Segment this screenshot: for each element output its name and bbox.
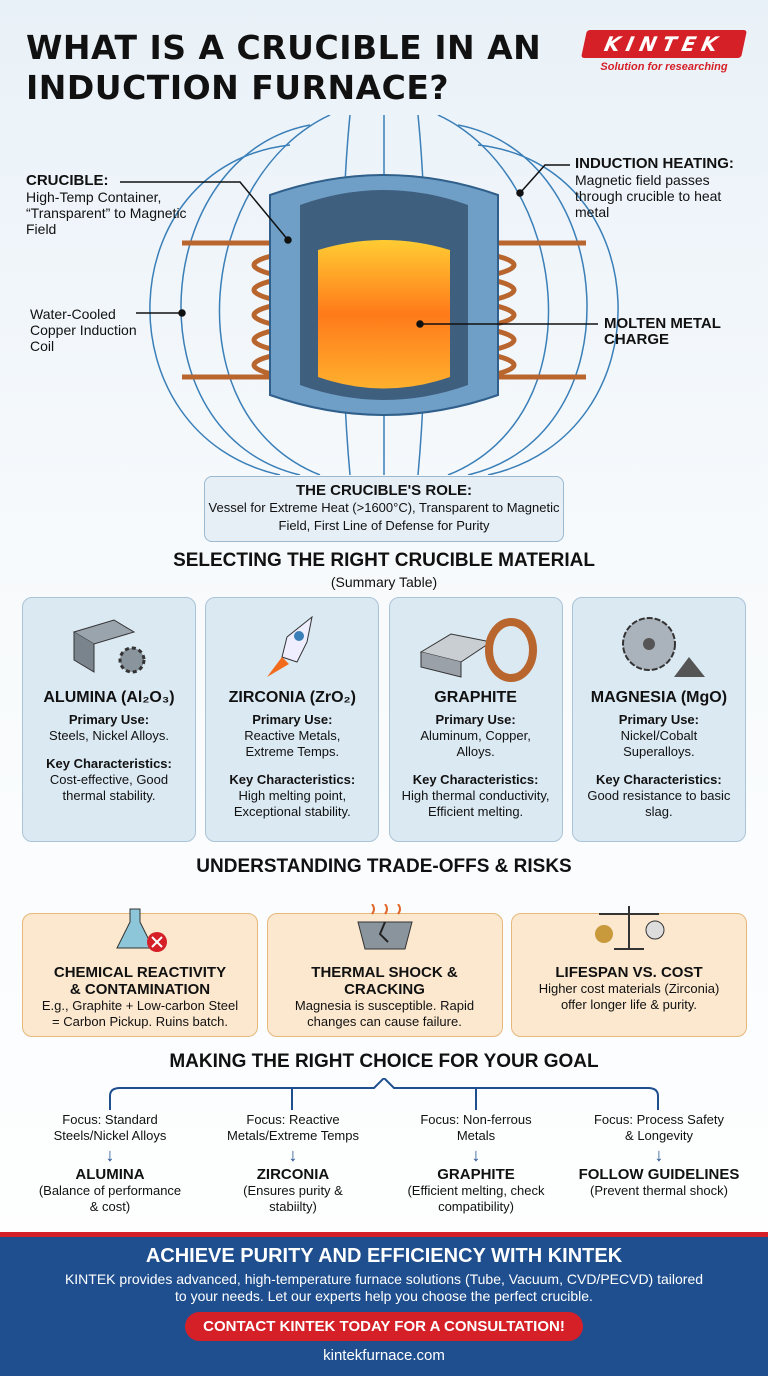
material-name: ALUMINA (Al₂O₃) <box>43 689 175 706</box>
primary-use: Aluminum, Copper, Alloys. <box>420 728 531 759</box>
primary-use-label: Primary Use: <box>252 712 333 727</box>
kintek-logo[interactable]: KINTEK Solution for researching <box>581 30 747 73</box>
footer-banner: ACHIEVE PURITY AND EFFICIENCY WITH KINTE… <box>0 1232 768 1376</box>
materials-heading: SELECTING THE RIGHT CRUCIBLE MATERIAL <box>173 550 595 571</box>
footer-desc: KINTEK provides advanced, high-temperatu… <box>64 1271 704 1304</box>
material-card: ALUMINA (Al₂O₃) Primary Use: Steels, Nic… <box>22 597 196 842</box>
tradeoff-desc: Higher cost materials (Zirconia) offer l… <box>538 981 720 1012</box>
key-characteristics-label: Key Characteristics: <box>229 772 356 787</box>
arrow-down-icon: ↓ <box>288 1145 298 1165</box>
material-card: MAGNESIA (MgO) Primary Use: Nickel/Cobal… <box>571 597 746 842</box>
choice-note: (Balance of performance & cost) <box>38 1183 182 1214</box>
tradeoff-desc: Magnesia is susceptible. Rapid changes c… <box>294 998 475 1029</box>
tradeoff-title: THERMAL SHOCK & CRACKING <box>311 964 458 998</box>
key-characteristics: High thermal conductivity, Efficient mel… <box>401 788 550 819</box>
role-desc: Vessel for Extreme Heat (>1600°C), Trans… <box>208 500 560 533</box>
crucible-label-desc: High-Temp Container, “Transparent” to Ma… <box>26 189 187 237</box>
choice-result: ALUMINA <box>75 1166 145 1183</box>
choice-result: ZIRCONIA <box>256 1166 330 1183</box>
focus-text: Focus: Reactive Metals/Extreme Temps <box>227 1112 359 1143</box>
choice-note: (Efficient melting, check compatibility) <box>407 1183 545 1214</box>
tradeoffs-heading: UNDERSTANDING TRADE-OFFS & RISKS <box>196 856 572 877</box>
materials-subheading: (Summary Table) <box>330 574 438 590</box>
role-title: THE CRUCIBLE'S ROLE: <box>295 482 473 499</box>
primary-use: Nickel/Cobalt Superalloys. <box>620 728 698 759</box>
key-characteristics-label: Key Characteristics: <box>46 756 172 771</box>
rocket-icon <box>257 612 327 691</box>
material-card: GRAPHITE Primary Use: Aluminum, Copper, … <box>388 597 563 842</box>
choice-heading: MAKING THE RIGHT CHOICE FOR YOUR GOAL <box>169 1051 599 1072</box>
choice-column: Focus: Standard Steels/Nickel Alloys ↓ A… <box>15 1112 205 1215</box>
choice-result: FOLLOW GUIDELINES <box>578 1166 740 1183</box>
footer-title: ACHIEVE PURITY AND EFFICIENCY WITH KINTE… <box>145 1245 623 1267</box>
choice-column: Focus: Non-ferrous Metals ↓ GRAPHITE (Ef… <box>381 1112 571 1215</box>
key-characteristics-label: Key Characteristics: <box>596 772 722 787</box>
key-characteristics-label: Key Characteristics: <box>412 772 539 787</box>
steel-beam-gear-icon <box>64 612 154 686</box>
molten-metal-label: MOLTEN METAL CHARGE <box>604 315 721 348</box>
molten-metal <box>318 240 450 389</box>
cracked-crucible-icon <box>350 903 420 958</box>
arrow-down-icon: ↓ <box>105 1145 115 1165</box>
tradeoff-card: CHEMICAL REACTIVITY & CONTAMINATION E.g.… <box>22 908 258 1037</box>
crucible-role-box: THE CRUCIBLE'S ROLE: Vessel for Extreme … <box>204 476 564 542</box>
tradeoff-card: LIFESPAN VS. COST Higher cost materials … <box>511 906 747 1037</box>
choice-note: (Prevent thermal shock) <box>590 1183 728 1198</box>
turbine-icon <box>609 612 709 686</box>
flask-x-icon <box>105 904 175 958</box>
choice-column: Focus: Reactive Metals/Extreme Temps ↓ Z… <box>198 1112 388 1215</box>
page-title: WHAT IS A CRUCIBLE IN AN INDUCTION FURNA… <box>26 28 542 107</box>
primary-use-label: Primary Use: <box>68 712 150 727</box>
arrow-down-icon: ↓ <box>654 1145 664 1165</box>
crucible-label: CRUCIBLE: High-Temp Container, “Transpar… <box>26 172 196 238</box>
induction-furnace-diagram <box>120 115 619 475</box>
material-name: MAGNESIA (MgO) <box>590 689 728 706</box>
logo-tagline: Solution for researching <box>600 61 728 73</box>
arrow-down-icon: ↓ <box>471 1145 481 1165</box>
induction-heating-label: INDUCTION HEATING: Magnetic field passes… <box>575 155 755 221</box>
focus-text: Focus: Standard Steels/Nickel Alloys <box>53 1112 167 1143</box>
key-characteristics: Cost-effective, Good thermal stability. <box>49 772 169 803</box>
choice-note: (Ensures purity & stabiilty) <box>243 1183 343 1214</box>
primary-use-label: Primary Use: <box>435 712 516 727</box>
tradeoff-desc: E.g., Graphite + Low-carbon Steel = Carb… <box>41 998 239 1029</box>
primary-use: Reactive Metals, Extreme Temps. <box>244 728 341 759</box>
primary-use: Steels, Nickel Alloys. <box>49 728 169 743</box>
magnetic-field-lines <box>149 115 619 475</box>
material-name: ZIRCONIA (ZrO₂) <box>228 689 356 706</box>
key-characteristics: High melting point, Exceptional stabilit… <box>233 788 351 819</box>
material-name: GRAPHITE <box>434 689 517 706</box>
induction-label-title: INDUCTION HEATING: <box>575 155 734 172</box>
choice-column: Focus: Process Safety & Longevity ↓ FOLL… <box>564 1112 754 1199</box>
focus-text: Focus: Process Safety & Longevity <box>593 1112 725 1143</box>
scale-icon <box>589 904 669 958</box>
choice-tree-connector <box>109 1078 659 1110</box>
website-link[interactable]: kintekfurnace.com <box>323 1347 445 1364</box>
material-card: ZIRCONIA (ZrO₂) Primary Use: Reactive Me… <box>205 597 380 842</box>
choice-result: GRAPHITE <box>437 1166 515 1183</box>
tradeoff-card: THERMAL SHOCK & CRACKING Magnesia is sus… <box>266 903 503 1037</box>
primary-use-label: Primary Use: <box>618 712 699 727</box>
key-characteristics: Good resistance to basic slag. <box>587 788 731 819</box>
coil-label: Water-Cooled Copper Induction Coil <box>30 306 137 354</box>
tradeoff-title: CHEMICAL REACTIVITY & CONTAMINATION <box>53 964 227 998</box>
tradeoff-title: LIFESPAN VS. COST <box>555 964 703 981</box>
focus-text: Focus: Non-ferrous Metals <box>420 1112 532 1143</box>
ingot-copper-coil-icon <box>411 612 541 686</box>
induction-label-desc: Magnetic field passes through crucible t… <box>575 172 722 220</box>
crucible-label-title: CRUCIBLE: <box>26 172 109 189</box>
logo-mark: KINTEK <box>581 30 747 58</box>
contact-button[interactable]: CONTACT KINTEK TODAY FOR A CONSULTATION! <box>185 1312 583 1341</box>
